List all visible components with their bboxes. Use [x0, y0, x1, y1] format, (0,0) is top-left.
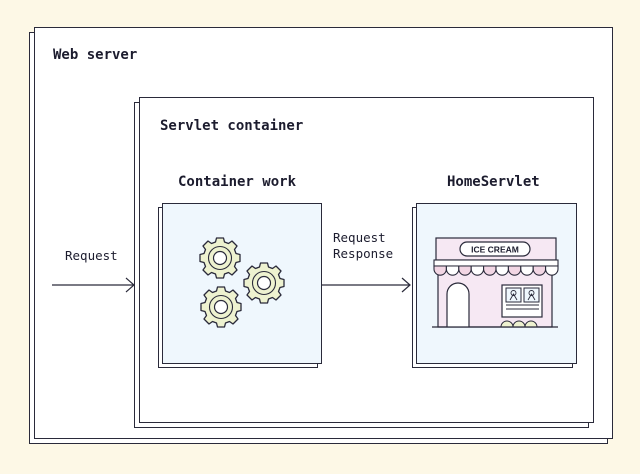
inner-request-label: Request [333, 230, 386, 245]
web-server-title: Web server [53, 47, 138, 63]
inner-response-label: Response [333, 246, 394, 261]
container-work-title: Container work [178, 174, 297, 190]
request-label: Request [65, 248, 118, 263]
gears-icon [199, 237, 285, 328]
request-response-arrow [321, 277, 411, 293]
gear-icon [200, 286, 242, 328]
shop-sign-text: ICE CREAM [471, 245, 519, 255]
servlet-container-title: Servlet container [160, 118, 304, 134]
gear-icon [199, 237, 241, 279]
gear-icon [243, 262, 285, 304]
home-servlet-title: HomeServlet [447, 174, 540, 190]
container-work-panel [162, 203, 322, 364]
ice-cream-shop-icon: ICE CREAM [432, 237, 559, 328]
request-arrow [52, 277, 135, 293]
